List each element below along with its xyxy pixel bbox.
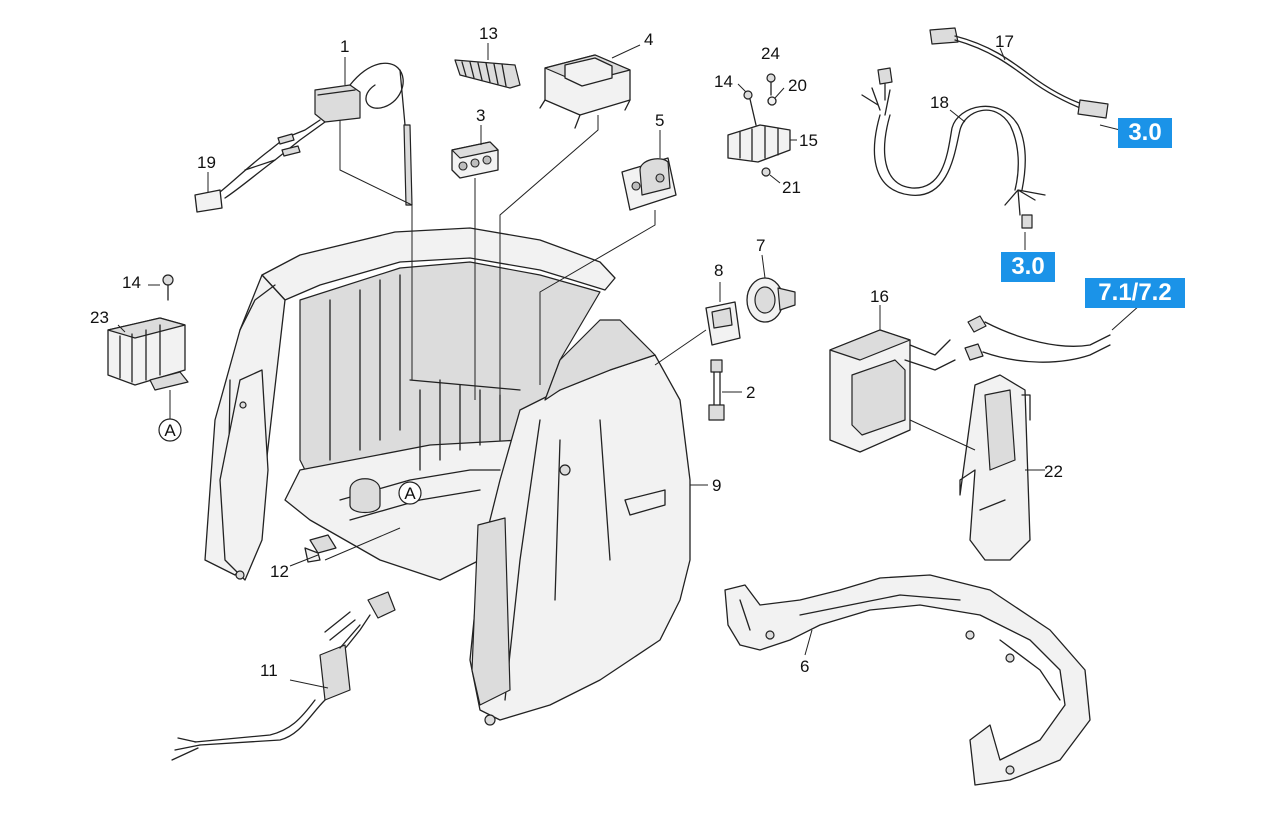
label-4: 4 xyxy=(644,30,653,49)
label-7: 7 xyxy=(756,236,765,255)
transformer-part-4 xyxy=(539,54,631,129)
wiring-harness-part-18 xyxy=(861,67,1046,229)
clip-part-12 xyxy=(304,534,337,563)
label-20: 20 xyxy=(788,76,807,95)
label-8: 8 xyxy=(714,261,723,280)
terminal-set-part-23 xyxy=(107,317,189,391)
label-18: 18 xyxy=(930,93,949,112)
label-16: 16 xyxy=(870,287,889,306)
holder-part-22 xyxy=(959,374,1031,561)
bracket-part-5 xyxy=(621,157,677,211)
terminal-clips-part-15 xyxy=(727,73,791,177)
label-1: 1 xyxy=(340,37,349,56)
label-11: 11 xyxy=(260,661,278,680)
knob-part-7 xyxy=(746,277,796,323)
reference-badge-sensor[interactable]: 7.1/7.2 xyxy=(1085,278,1185,308)
connector-part-19 xyxy=(194,149,276,213)
marker-a-housing: A xyxy=(398,481,422,505)
terminal-strip-part-13 xyxy=(454,59,521,89)
thermostat-part-1 xyxy=(244,62,413,206)
screw-part-14-left xyxy=(162,274,174,301)
label-14-left: 14 xyxy=(122,273,141,292)
label-14-right: 14 xyxy=(714,72,733,91)
label-3: 3 xyxy=(476,106,485,125)
leader-lines xyxy=(117,43,1141,689)
terminal-block-part-3 xyxy=(451,141,499,179)
svg-text:A: A xyxy=(164,421,176,440)
housing-part-9 xyxy=(204,227,691,726)
electronic-module-part-16 xyxy=(829,329,956,453)
label-19: 19 xyxy=(197,153,216,172)
flat-cable-part-17 xyxy=(929,27,1109,119)
label-6: 6 xyxy=(800,657,809,676)
part-number-labels: 1 13 4 3 5 19 24 14 20 15 21 17 18 7 8 1… xyxy=(90,24,1063,680)
label-9: 9 xyxy=(712,476,721,495)
marker-a-terminal: A xyxy=(158,418,182,442)
frame-part-6 xyxy=(724,574,1091,786)
switch-part-8 xyxy=(705,301,741,346)
label-17: 17 xyxy=(995,32,1014,51)
label-12: 12 xyxy=(270,562,289,581)
label-21: 21 xyxy=(782,178,801,197)
label-23: 23 xyxy=(90,308,109,327)
cable-jumper-part-2 xyxy=(708,359,725,421)
label-15: 15 xyxy=(799,131,818,150)
label-5: 5 xyxy=(655,111,664,130)
label-24: 24 xyxy=(761,44,780,63)
label-22: 22 xyxy=(1044,462,1063,481)
label-13: 13 xyxy=(479,24,498,43)
reference-badge-harness[interactable]: 3.0 xyxy=(1001,252,1055,282)
power-cable-part-11 xyxy=(171,591,396,761)
svg-text:A: A xyxy=(404,484,416,503)
sensor-cables xyxy=(964,315,1111,363)
label-2: 2 xyxy=(746,383,755,402)
reference-badge-flat-cable[interactable]: 3.0 xyxy=(1118,118,1172,148)
